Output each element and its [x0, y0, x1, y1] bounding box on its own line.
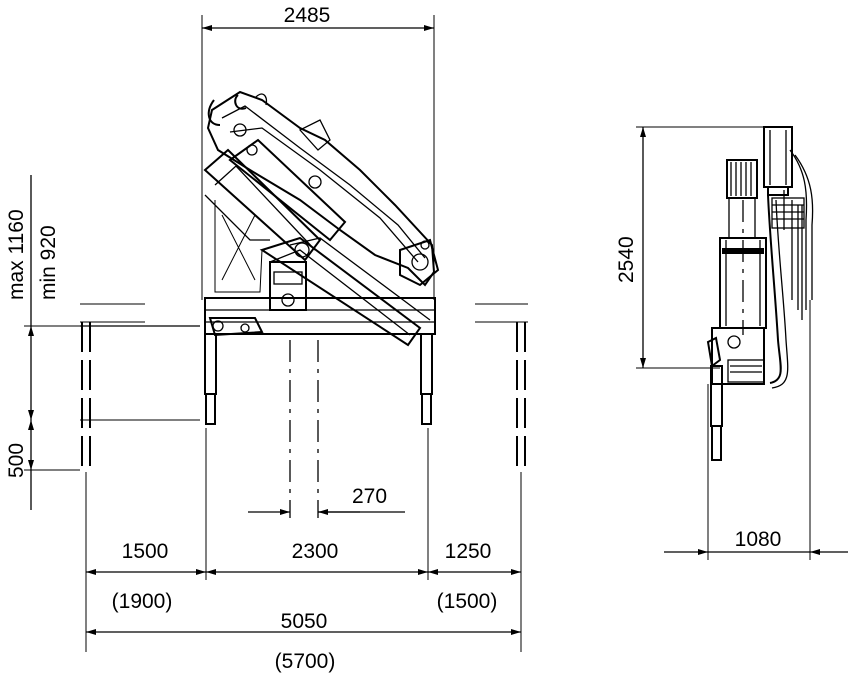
- side-view: 2540: [615, 126, 848, 560]
- dim-side-width: 1080: [735, 528, 782, 551]
- dim-column-offset: 270: [352, 485, 387, 508]
- outrigger-left: [80, 303, 200, 472]
- dim-side-height: 2540: [615, 236, 638, 283]
- base-frame: [204, 297, 436, 425]
- front-view: 2485: [5, 4, 528, 673]
- dim-left-outrigger: 1500: [122, 540, 169, 563]
- dim-min-height: min 920: [37, 225, 60, 300]
- outrigger-right: [475, 303, 528, 472]
- dim-right-outrigger: 1250: [445, 540, 492, 563]
- dim-total-span-alt: (5700): [275, 650, 336, 673]
- dim-total-span: 5050: [281, 610, 328, 633]
- dim-top-width: 2485: [284, 4, 331, 27]
- dim-right-outrigger-alt: (1500): [437, 590, 498, 613]
- folded-boom: [203, 90, 440, 347]
- dim-base-width: 2300: [292, 540, 339, 563]
- dim-leg-stroke: 500: [5, 443, 28, 478]
- dim-max-height: max 1160: [5, 209, 28, 300]
- dim-left-outrigger-alt: (1900): [112, 590, 173, 613]
